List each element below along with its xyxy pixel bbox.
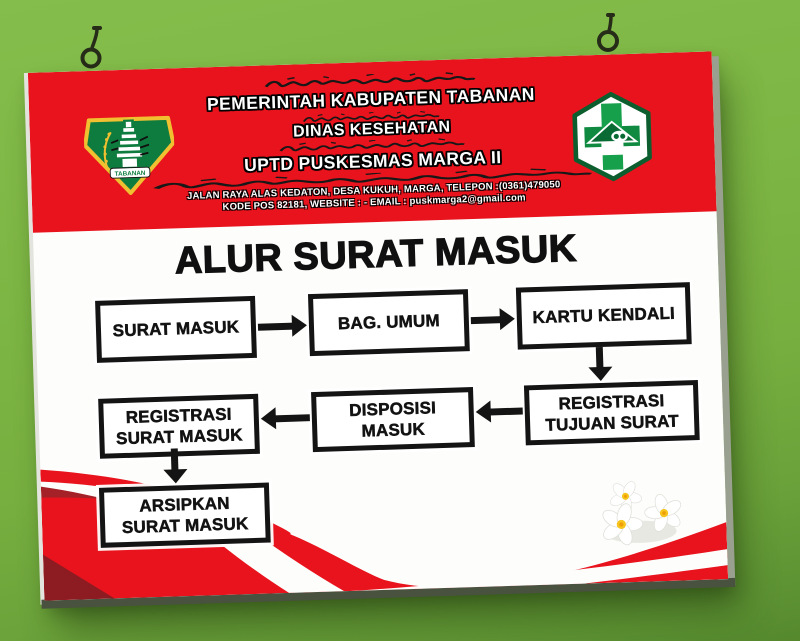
puskesmas-logo bbox=[572, 91, 652, 182]
flow-box-arsipkan-surat-masuk: ARSIPKAN SURAT MASUK bbox=[98, 482, 271, 548]
frangipani-flowers bbox=[598, 476, 693, 549]
sign-board: PEMERINTAH KABUPATEN TABANAN DINAS KESEH… bbox=[23, 51, 736, 609]
flow-box-surat-masuk: SURAT MASUK bbox=[95, 295, 257, 363]
arrow-bag-umum-to-kartu-kendali bbox=[470, 307, 516, 331]
arrow-kartu-kendali-down bbox=[588, 346, 613, 382]
board-face: PEMERINTAH KABUPATEN TABANAN DINAS KESEH… bbox=[27, 51, 729, 601]
page-title: ALUR SURAT MASUK bbox=[174, 227, 578, 283]
crest-text: TABANAN bbox=[115, 170, 146, 178]
left-wall-hook bbox=[80, 26, 102, 69]
arrow-tujuan-surat-to-disposisi bbox=[475, 400, 523, 423]
flow-box-bag-umum: BAG. UMUM bbox=[307, 289, 470, 357]
tabanan-crest-logo: TABANAN bbox=[83, 115, 176, 195]
right-wall-hook bbox=[597, 13, 619, 52]
letterhead: PEMERINTAH KABUPATEN TABANAN DINAS KESEH… bbox=[27, 51, 717, 233]
flow-box-disposisi-masuk: DISPOSISI MASUK bbox=[311, 387, 475, 453]
arrow-registrasi-down bbox=[163, 448, 188, 484]
flow-box-kartu-kendali: KARTU KENDALI bbox=[515, 282, 692, 350]
flow-box-registrasi-tujuan-surat: REGISTRASI TUJUAN SURAT bbox=[523, 379, 700, 446]
arrow-disposisi-to-registrasi bbox=[260, 406, 311, 430]
arrow-surat-masuk-to-bag-umum bbox=[257, 314, 308, 338]
